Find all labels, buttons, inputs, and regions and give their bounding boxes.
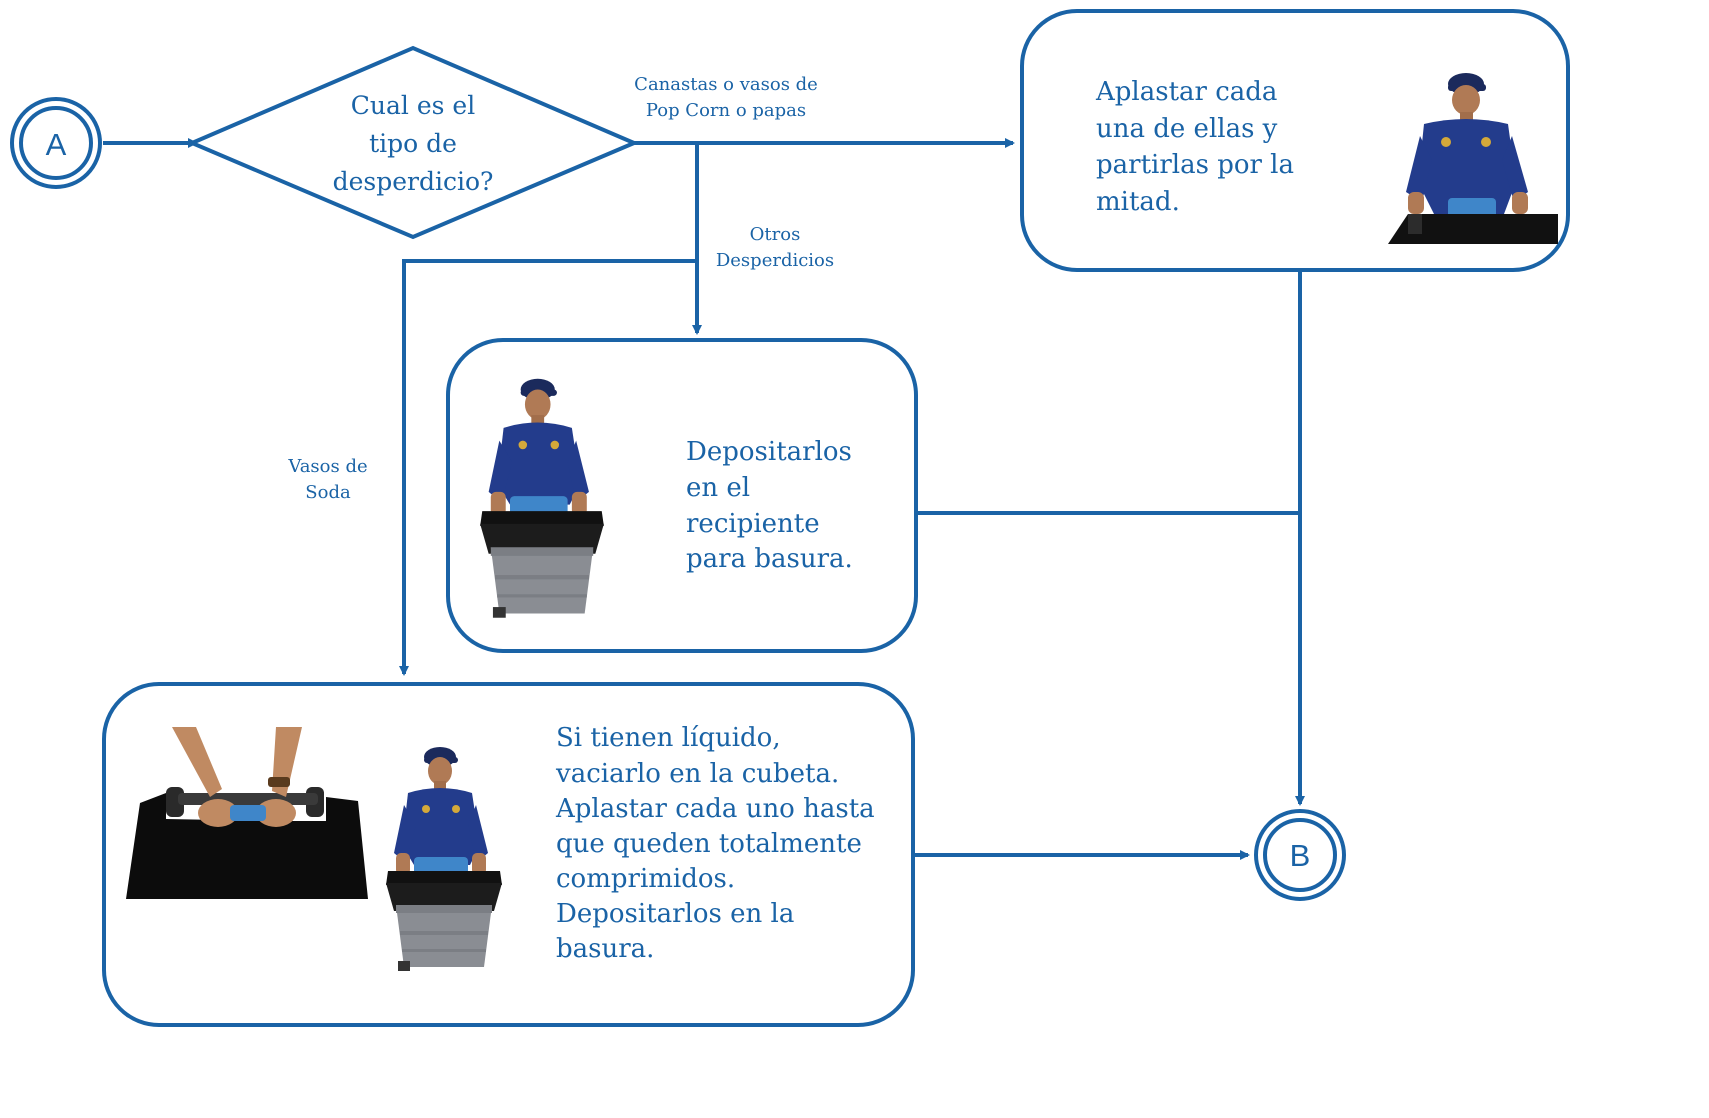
process-box-soda: Si tienen líquido, vaciarlo en la cubeta… bbox=[102, 682, 915, 1027]
decision-line-1: Cual es el bbox=[351, 91, 475, 120]
label-popcorn-line-1: Canastas o vasos de bbox=[634, 74, 818, 95]
soda-text-line-2: vaciarlo en la cubeta. bbox=[555, 759, 839, 789]
decision-line-2: tipo de bbox=[369, 129, 457, 158]
decision-diamond: Cual es el tipo de desperdicio? bbox=[186, 45, 640, 240]
soda-text-line-7: basura. bbox=[556, 934, 654, 964]
soda-text-line-6: Depositarlos en la bbox=[556, 899, 794, 929]
start-connector-label: A bbox=[46, 127, 67, 162]
process-box-deposit: Depositarlos en el recipiente para basur… bbox=[446, 338, 918, 653]
deposit-text-line-3: recipiente bbox=[686, 509, 820, 539]
crush-text-line-1: Aplastar cada bbox=[1095, 77, 1277, 107]
deposit-text-line-2: en el bbox=[686, 473, 750, 503]
label-others-line-2: Desperdicios bbox=[716, 250, 834, 271]
branch-labels: Canastas o vasos de Pop Corn o papas Otr… bbox=[287, 74, 834, 503]
soda-text-line-5: comprimidos. bbox=[556, 864, 735, 894]
end-connector: B bbox=[1254, 809, 1346, 901]
deposit-text-line-4: para basura. bbox=[686, 544, 853, 574]
flow-lines bbox=[103, 138, 1305, 860]
decision-line-3: desperdicio? bbox=[333, 167, 494, 196]
crush-text-line-3: partirlas por la bbox=[1096, 150, 1294, 180]
label-others-line-1: Otros bbox=[750, 224, 801, 245]
label-popcorn-line-2: Pop Corn o papas bbox=[646, 100, 806, 121]
end-connector-label: B bbox=[1290, 838, 1311, 873]
soda-text-line-4: que queden totalmente bbox=[556, 829, 862, 859]
start-connector: A bbox=[10, 97, 102, 189]
soda-text-line-3: Aplastar cada uno hasta bbox=[555, 794, 875, 824]
label-soda-line-2: Soda bbox=[305, 482, 351, 503]
process-box-crush: Aplastar cada una de ellas y partirlas p… bbox=[1020, 9, 1570, 272]
deposit-text-line-1: Depositarlos bbox=[686, 437, 852, 467]
label-soda-line-1: Vasos de bbox=[287, 456, 367, 477]
soda-text-line-1: Si tienen líquido, bbox=[556, 723, 781, 753]
crush-text-line-2: una de ellas y bbox=[1096, 114, 1278, 144]
crush-text-line-4: mitad. bbox=[1096, 187, 1180, 217]
